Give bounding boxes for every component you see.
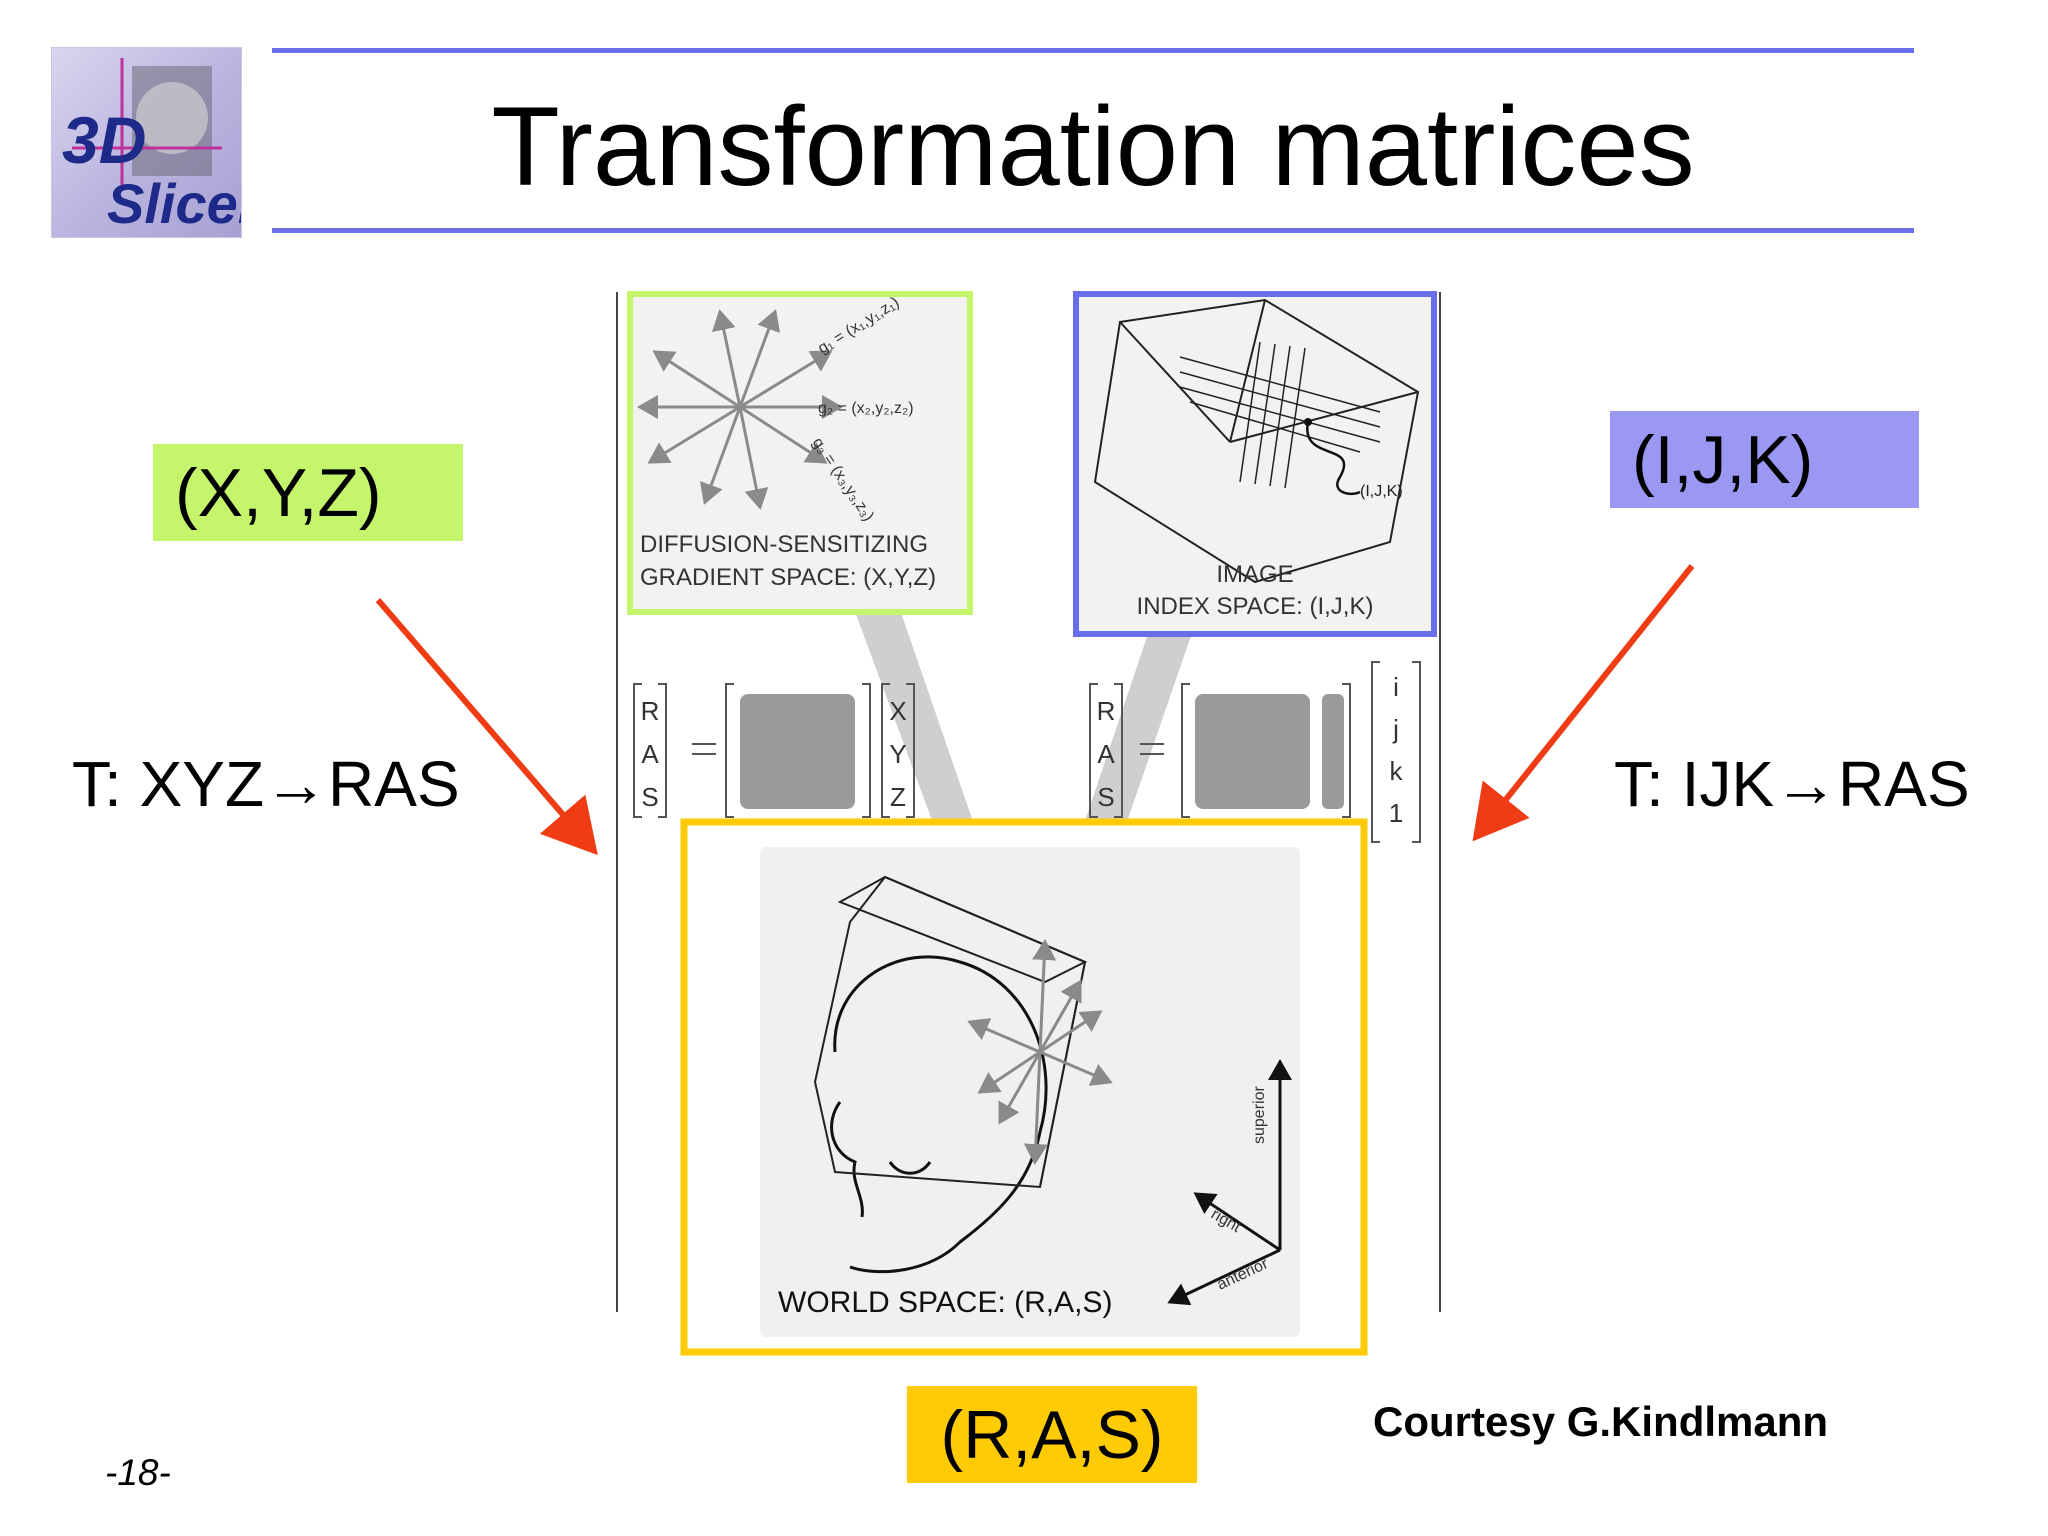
ijk-matrix-equation — [1089, 661, 1421, 843]
ras-vec-r-left: R — [641, 696, 660, 726]
xyz-matrix-equation — [633, 683, 915, 818]
logo-text-3d: 3D — [62, 103, 146, 177]
courtesy-credit: Courtesy G.Kindlmann — [1373, 1398, 1829, 1445]
g2-label: g₂ = (x₂,y₂,z₂) — [818, 400, 914, 417]
gradient-space-frame — [627, 291, 973, 615]
ras-vec-s-right: S — [1097, 782, 1114, 812]
slicer-logo: 3D Slicer — [51, 47, 263, 238]
index-caption-line1: IMAGE — [1216, 561, 1293, 588]
head-outline — [830, 955, 1048, 1274]
gradient-caption-line2: GRADIENT SPACE: (X,Y,Z) — [640, 564, 936, 591]
image-cube — [1093, 298, 1420, 584]
ijk-translation-block — [1322, 694, 1344, 809]
ijk-rotation-block — [1195, 694, 1310, 809]
ijk-vec-1: 1 — [1389, 798, 1403, 828]
xyz-label-box: (X,Y,Z) — [153, 444, 463, 541]
world-space-frame — [680, 818, 1368, 1356]
ijk-vec-k: k — [1390, 756, 1404, 786]
axis-superior-label: superior — [1251, 1086, 1268, 1144]
world-caption: WORLD SPACE: (R,A,S) — [778, 1286, 1112, 1319]
slide-title: Transformation matrices — [491, 84, 1695, 209]
title-rule-top — [272, 48, 1914, 53]
xyz-vec-z: Z — [890, 782, 906, 812]
kindlmann-figure: g₁ = (x₁,y₁,z₁) g₂ = (x₂,y₂,z₂) g₃ = (x₃… — [616, 282, 1448, 1356]
xyz-vec-y: Y — [889, 739, 906, 769]
transform-xyz-ras-label: T: XYZ→RAS — [72, 748, 460, 820]
ijk-vec-i: i — [1393, 672, 1399, 702]
ijk-label-box: (I,J,K) — [1610, 411, 1919, 508]
xyz-vec-x: X — [889, 696, 906, 726]
arrow-xyz-to-ras — [375, 598, 598, 856]
title-rule-bottom — [272, 228, 1914, 233]
index-space-frame — [1073, 291, 1437, 637]
arrow-ijk-to-ras — [1472, 564, 1695, 842]
world-gradient-star — [967, 939, 1113, 1165]
ijk-vec-j: j — [1392, 714, 1399, 744]
ras-label-box: (R,A,S) — [907, 1386, 1197, 1483]
ras-vec-r-right: R — [1097, 696, 1116, 726]
index-caption-line2: INDEX SPACE: (I,J,K) — [1137, 593, 1374, 620]
ras-vec-a-right: A — [1097, 739, 1115, 769]
ras-vec-s-left: S — [641, 782, 658, 812]
gradient-star — [637, 309, 843, 510]
gradient-caption-line1: DIFFUSION-SENSITIZING — [640, 531, 928, 558]
ras-axes — [1167, 1059, 1292, 1306]
page-number: -18- — [105, 1452, 171, 1493]
transform-ijk-ras-label: T: IJK→RAS — [1614, 748, 1970, 820]
ras-vec-a-left: A — [641, 739, 659, 769]
xyz-matrix-block — [740, 694, 855, 809]
logo-text-slicer: Slicer — [107, 172, 241, 235]
voxel-grid — [1179, 341, 1381, 489]
ijk-point-label: (I,J,K) — [1360, 483, 1403, 500]
